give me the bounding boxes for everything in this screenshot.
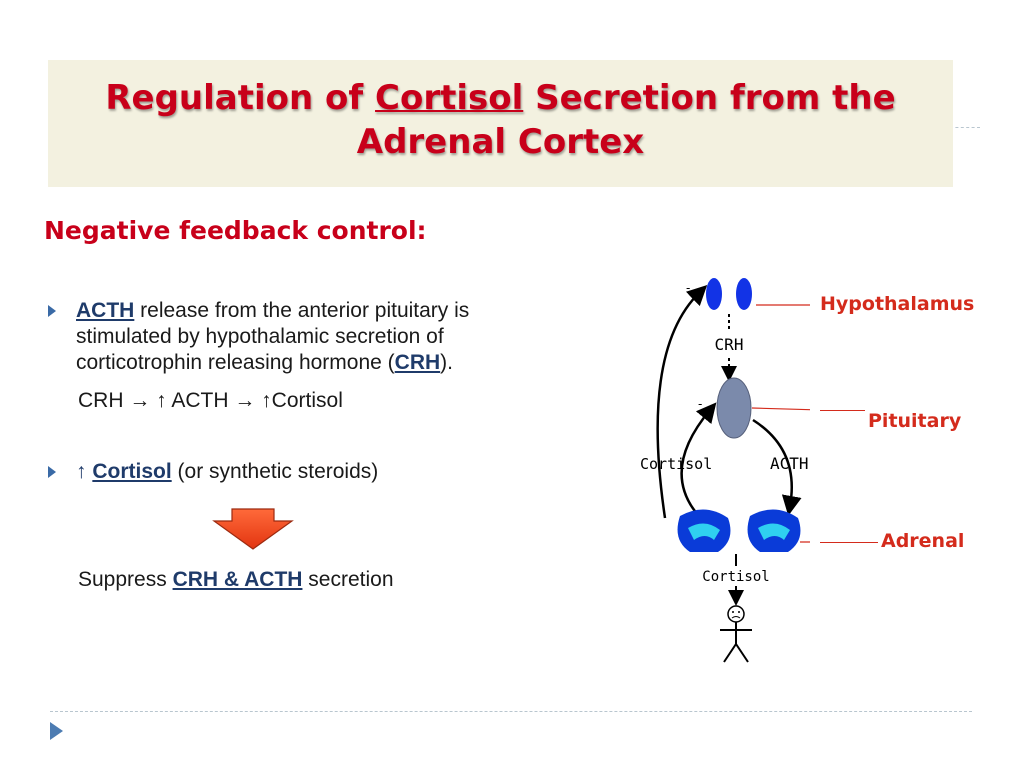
next-slide-icon[interactable] (50, 722, 63, 740)
bullet-arrow-icon (48, 305, 56, 317)
hypothalamus-left (706, 278, 722, 310)
hypothalamus-label: Hypothalamus (820, 293, 975, 315)
title-box: Regulation of Cortisol Secretion from th… (48, 60, 953, 187)
adrenal-right-cortex (758, 523, 790, 540)
pituitary-gland (716, 377, 752, 439)
minus-sign-middle: - (698, 397, 702, 411)
bullet-arrow-icon (48, 466, 56, 478)
hormone-equation: CRH → ↑ ACTH → ↑Cortisol (78, 389, 343, 412)
bullet-cortisol: ↑ Cortisol (or synthetic steroids) (76, 460, 379, 483)
adrenal-left-cortex (688, 523, 720, 540)
adr-pointer-ext (820, 542, 878, 543)
feedback-diagram: CRH ACTH - - Cortisol Cortisol (640, 278, 810, 663)
acth-keyword: ACTH (76, 299, 135, 322)
minus-sign-top: - (686, 281, 690, 295)
down-arrow-icon (212, 508, 294, 550)
crh-label: CRH (715, 335, 744, 354)
acth-label: ACTH (770, 454, 809, 473)
bottom-divider (50, 711, 972, 712)
stick-figure-icon (720, 605, 752, 663)
pit-pointer-ext (820, 410, 865, 411)
subheading: Negative feedback control: (44, 216, 427, 245)
up-arrow: ↑ (76, 460, 87, 483)
bullet-acth: ACTH release from the anterior pituitary… (76, 299, 470, 374)
hypothalamus-right (736, 278, 752, 310)
cortisol-to-hypothalamus-arrow (656, 285, 708, 519)
title-keyword: Cortisol (375, 78, 524, 118)
pituitary-label: Pituitary (868, 410, 962, 432)
cortisol-feedback-label: Cortisol (640, 455, 712, 473)
suppress-line: Suppress CRH & ACTH secretion (78, 568, 394, 591)
crh-acth-keyword: CRH & ACTH (172, 568, 303, 591)
acth-arrow (752, 418, 802, 516)
adrenal-label: Adrenal (881, 530, 965, 552)
cortisol-keyword: Cortisol (92, 460, 172, 483)
cortisol-to-pituitary-arrow (680, 402, 717, 516)
pituitary-pointer (751, 407, 810, 411)
slide-title: Regulation of Cortisol Secretion from th… (105, 78, 896, 162)
top-divider (950, 127, 980, 128)
crh-keyword: CRH (394, 351, 441, 374)
cortisol-output-label: Cortisol (702, 569, 769, 585)
